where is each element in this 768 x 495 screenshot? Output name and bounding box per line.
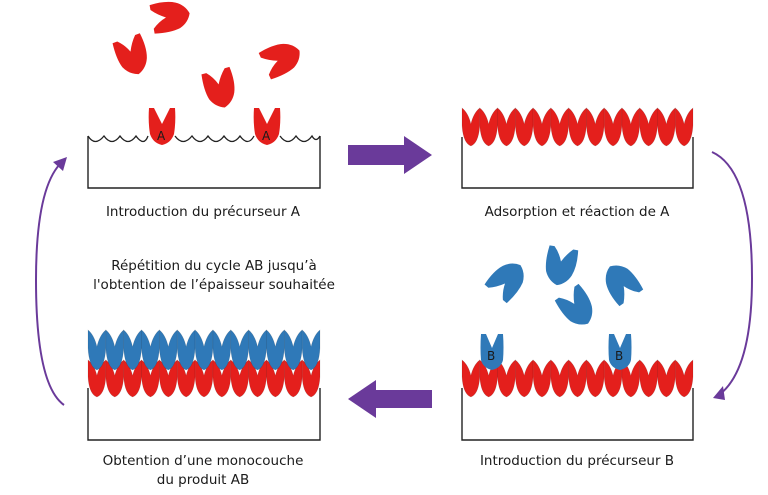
precursor-a-unit xyxy=(621,359,640,398)
substrate xyxy=(461,388,694,441)
adsorbed-precursor-a xyxy=(148,108,176,145)
precursor-a-monolayer xyxy=(87,359,321,398)
precursor-a-unit xyxy=(212,359,232,398)
precursor-b-molecule xyxy=(605,265,644,307)
panel-adsorption-reaction-a xyxy=(461,107,694,189)
precursor-a-unit xyxy=(550,107,569,147)
precursor-a-unit xyxy=(586,359,605,398)
panel-ab-monolayer xyxy=(87,329,321,441)
precursor-b-molecule xyxy=(554,283,593,325)
cycle-note-line2: l'obtention de l’épaisseur souhaitée xyxy=(93,277,335,293)
precursor-b-unit xyxy=(266,329,285,371)
precursor-b-monolayer xyxy=(87,329,321,371)
site-label-a: A xyxy=(262,129,271,143)
precursor-b-unit xyxy=(248,329,267,371)
precursor-a-unit xyxy=(461,359,481,398)
precursor-a-unit xyxy=(284,359,303,398)
precursor-a-unit xyxy=(639,359,658,398)
arrow-left xyxy=(348,380,432,418)
precursor-a-monolayer xyxy=(461,107,694,147)
site-label-a: A xyxy=(157,129,166,143)
precursor-a-molecule xyxy=(258,43,300,80)
precursor-a-molecule xyxy=(149,1,190,34)
precursor-b-unit xyxy=(123,329,142,371)
precursor-a-unit xyxy=(532,359,552,398)
precursor-a-molecule xyxy=(112,33,147,75)
precursor-a-unit xyxy=(621,107,640,147)
precursor-a-unit xyxy=(105,359,124,398)
precursor-a-unit xyxy=(461,107,481,147)
precursor-a-unit xyxy=(230,359,249,398)
precursor-a-unit xyxy=(194,359,214,398)
precursor-a-unit xyxy=(248,359,267,398)
substrate xyxy=(461,137,694,189)
precursor-a-molecule xyxy=(201,66,235,108)
precursor-b-unit xyxy=(159,329,178,371)
adsorbed-precursor-b xyxy=(480,334,504,370)
precursor-a-unit xyxy=(141,359,160,398)
arrow-right xyxy=(348,136,432,174)
arrow-cycle-left-head xyxy=(53,157,67,171)
precursor-b-unit xyxy=(230,329,249,371)
precursor-b-unit xyxy=(212,329,232,371)
precursor-b-unit xyxy=(87,329,107,371)
precursor-a-unit xyxy=(532,107,552,147)
precursor-a-unit xyxy=(159,359,178,398)
precursor-a-unit xyxy=(479,107,498,147)
precursor-a-unit xyxy=(568,359,587,398)
precursor-a-monolayer xyxy=(461,359,694,398)
arrow-cycle-left xyxy=(34,163,65,406)
precursor-b-unit xyxy=(141,329,160,371)
precursor-b-unit xyxy=(284,329,303,371)
precursor-a-unit xyxy=(550,359,569,398)
substrate xyxy=(87,136,321,189)
precursor-a-unit xyxy=(568,107,587,147)
cycle-note: Répétition du cycle AB jusqu’à l'obtenti… xyxy=(84,257,344,295)
precursor-a-unit xyxy=(515,107,534,147)
caption-step4-line1: Obtention d’une monocouche xyxy=(102,453,304,469)
precursor-a-unit xyxy=(87,359,107,398)
precursor-b-molecule xyxy=(545,245,579,286)
surface-sites xyxy=(87,134,321,143)
arrow-cycle-right xyxy=(711,151,754,396)
caption-step3: Introduction du précurseur B xyxy=(479,453,675,469)
precursor-a-unit xyxy=(301,359,321,398)
site-label-b: B xyxy=(615,349,623,363)
caption-step1: Introduction du précurseur A xyxy=(105,204,301,220)
site-label-b: B xyxy=(487,349,495,363)
panel-precursor-b-introduction: B B xyxy=(461,245,694,441)
precursor-a-unit xyxy=(266,359,285,398)
precursor-a-unit xyxy=(176,359,196,398)
caption-step4: Obtention d’une monocouche du produit AB xyxy=(78,452,328,490)
caption-step2: Adsorption et réaction de A xyxy=(484,204,670,220)
precursor-a-unit xyxy=(603,107,623,147)
precursor-b-unit xyxy=(105,329,124,371)
precursor-a-unit xyxy=(497,359,516,398)
substrate xyxy=(87,388,321,441)
adsorbed-precursor-a xyxy=(253,108,281,145)
precursor-a-unit xyxy=(674,107,694,147)
precursor-b-unit xyxy=(194,329,214,371)
panel-precursor-a-introduction: A A xyxy=(87,1,321,189)
precursor-a-unit xyxy=(674,359,694,398)
precursor-b-molecule xyxy=(484,263,524,304)
precursor-b-unit xyxy=(176,329,196,371)
caption-step4-line2: du produit AB xyxy=(156,472,250,488)
adsorbed-precursor-b xyxy=(608,334,632,370)
precursor-a-unit xyxy=(497,107,516,147)
precursor-a-unit xyxy=(657,359,676,398)
precursor-a-unit xyxy=(586,107,605,147)
precursor-a-unit xyxy=(657,107,676,147)
precursor-a-unit xyxy=(515,359,534,398)
arrow-cycle-right-head xyxy=(713,386,725,400)
precursor-b-unit xyxy=(301,329,321,371)
precursor-a-unit xyxy=(639,107,658,147)
precursor-a-unit xyxy=(123,359,142,398)
cycle-note-line1: Répétition du cycle AB jusqu’à xyxy=(111,258,317,274)
